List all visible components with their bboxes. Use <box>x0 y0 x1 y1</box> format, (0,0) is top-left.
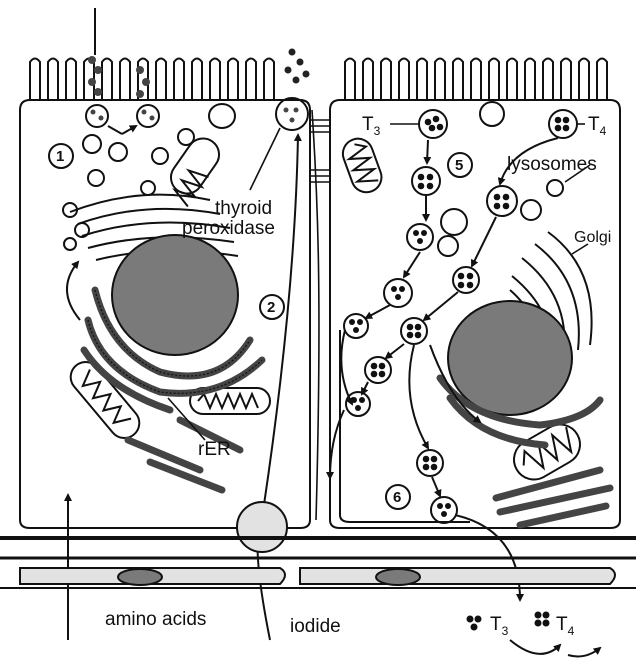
label-t3-top: T3 <box>362 114 381 138</box>
microvilli-left <box>30 59 274 101</box>
nucleus-left <box>112 235 238 355</box>
vesicle-fusion-arrows <box>108 126 136 134</box>
mitochondrion-right-1 <box>339 134 386 196</box>
basement-membrane <box>0 538 636 558</box>
nucleus-right <box>448 301 572 415</box>
label-amino-acids: amino acids <box>105 609 206 630</box>
label-lysosomes: lysosomes <box>507 154 597 175</box>
label-t3-bottom: T3 <box>490 614 509 638</box>
iodide-pump <box>237 502 287 552</box>
tight-junctions <box>310 110 330 520</box>
step-2: 2 <box>267 299 275 316</box>
label-thyroid: thyroid <box>215 198 272 219</box>
label-t4-bottom: T4 <box>556 614 575 638</box>
vesicle-dots <box>91 108 299 123</box>
mitochondrion-left-2 <box>65 356 146 444</box>
microvilli-right <box>345 59 607 101</box>
capillary-endothelium <box>0 568 636 588</box>
step-1: 1 <box>56 148 64 165</box>
label-rer: rER <box>198 439 231 460</box>
colloid-drops-top <box>88 8 310 98</box>
label-t4-top: T4 <box>588 114 607 138</box>
arrow-rer-pointer <box>168 398 205 440</box>
arrow-rer-to-golgi <box>67 262 80 320</box>
step-5: 5 <box>455 157 463 174</box>
label-iodide: iodide <box>290 616 341 637</box>
arrow-peroxidase-pointer <box>250 128 280 190</box>
label-peroxidase: peroxidase <box>182 218 275 239</box>
label-golgi: Golgi <box>574 229 611 246</box>
step-6: 6 <box>393 489 401 506</box>
